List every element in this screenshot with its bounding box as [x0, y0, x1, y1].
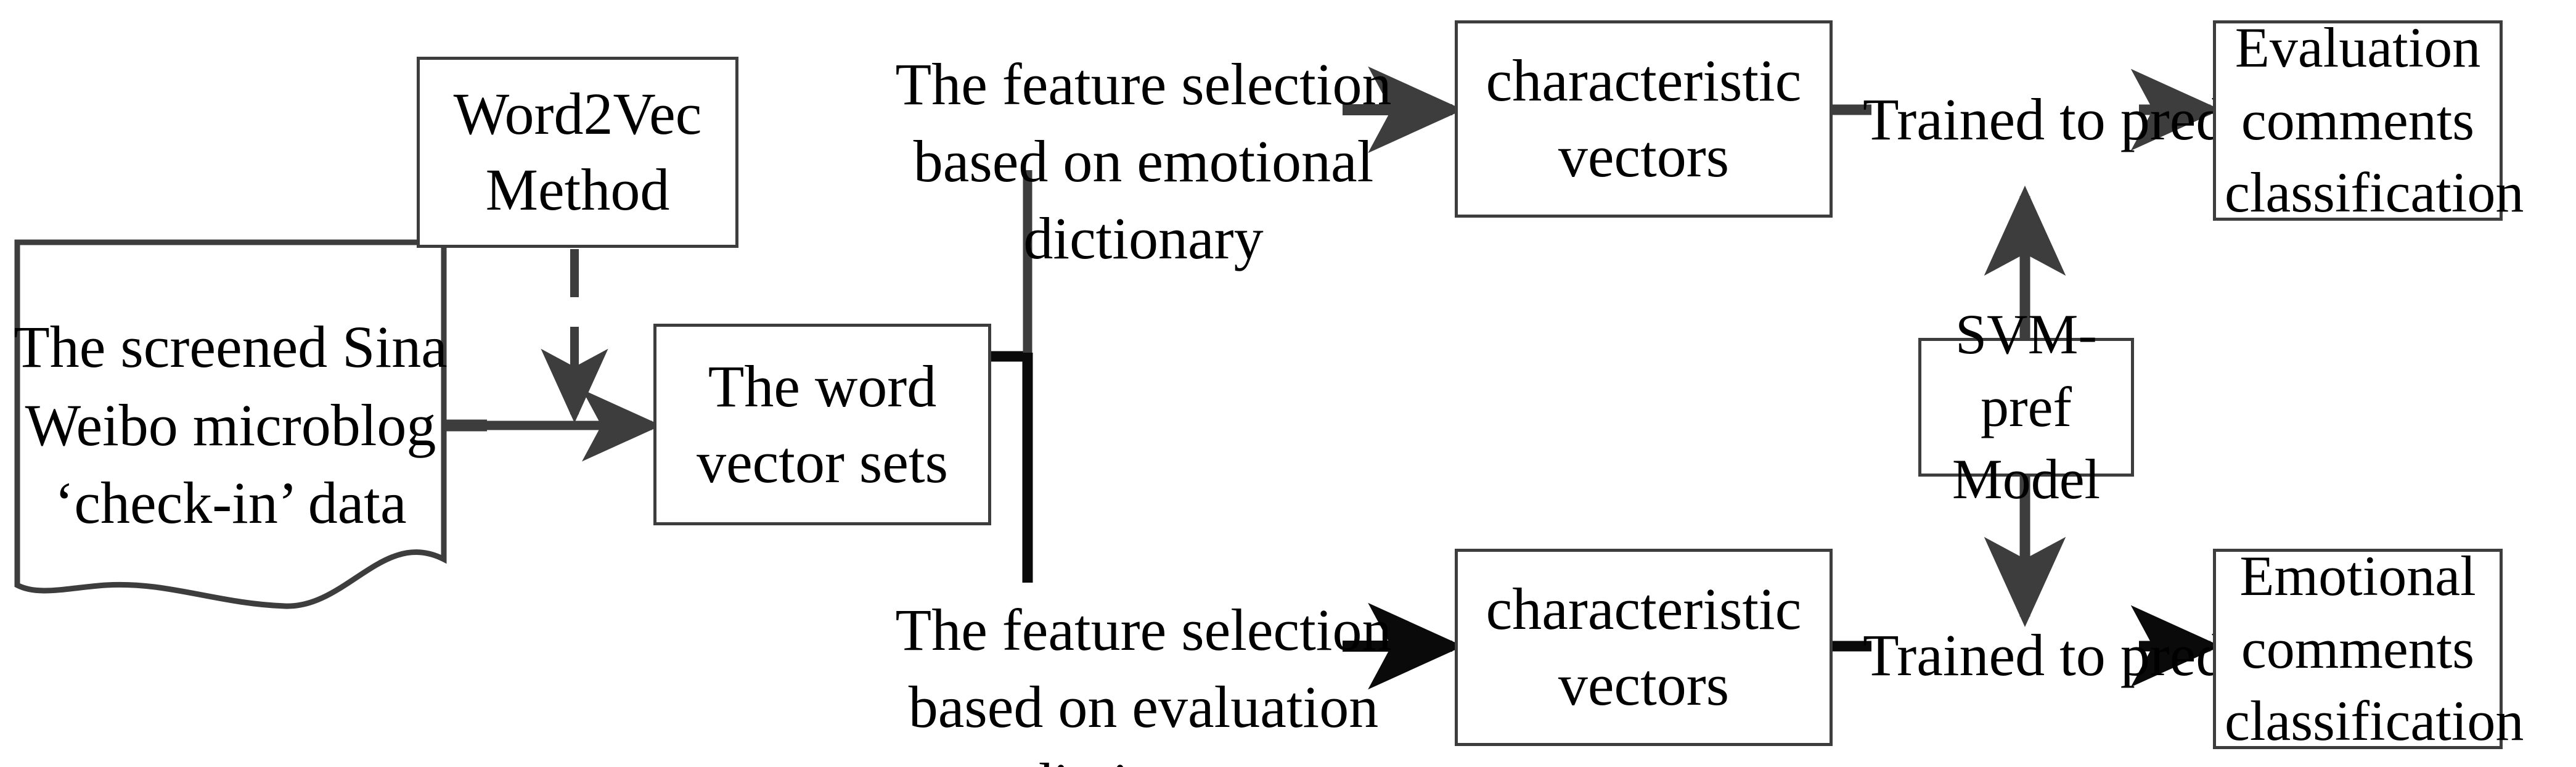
node-characteristic-vectors-top[interactable]: characteristic vectors [1455, 20, 1833, 218]
document-shape-outline [14, 239, 447, 609]
node-evaluation-comments-classification[interactable]: Evaluation comments classification [2213, 16, 2524, 224]
svm-pref-model-label: SVM-pref Model [1952, 302, 2101, 511]
label-feature-selection-evaluation: The feature selection based on evaluatio… [895, 597, 1392, 767]
characteristic-vectors-bottom-label: characteristic vectors [1486, 576, 1802, 718]
emotional-comments-classification-label: Emotional comments classification [2225, 544, 2524, 753]
source-data-label: The screened Sina Weibo microblog ‘check… [14, 314, 448, 536]
label-feature-selection-emotional: The feature selection based on emotional… [895, 51, 1392, 271]
word2vec-method-label: Word2Vec Method [453, 81, 702, 223]
word-vector-sets-label: The word vector sets [697, 353, 948, 495]
node-emotional-comments-classification[interactable]: Emotional comments classification [2213, 544, 2524, 752]
characteristic-vectors-top-label: characteristic vectors [1486, 47, 1802, 189]
node-svm-pref-model[interactable]: SVM-pref Model [1918, 303, 2134, 511]
node-word-vector-sets[interactable]: The word vector sets [653, 324, 991, 525]
evaluation-comments-classification-label: Evaluation comments classification [2225, 15, 2524, 224]
node-source-data[interactable] [14, 239, 448, 611]
node-characteristic-vectors-bottom[interactable]: characteristic vectors [1455, 549, 1833, 746]
node-word2vec-method[interactable]: Word2Vec Method [417, 57, 738, 248]
